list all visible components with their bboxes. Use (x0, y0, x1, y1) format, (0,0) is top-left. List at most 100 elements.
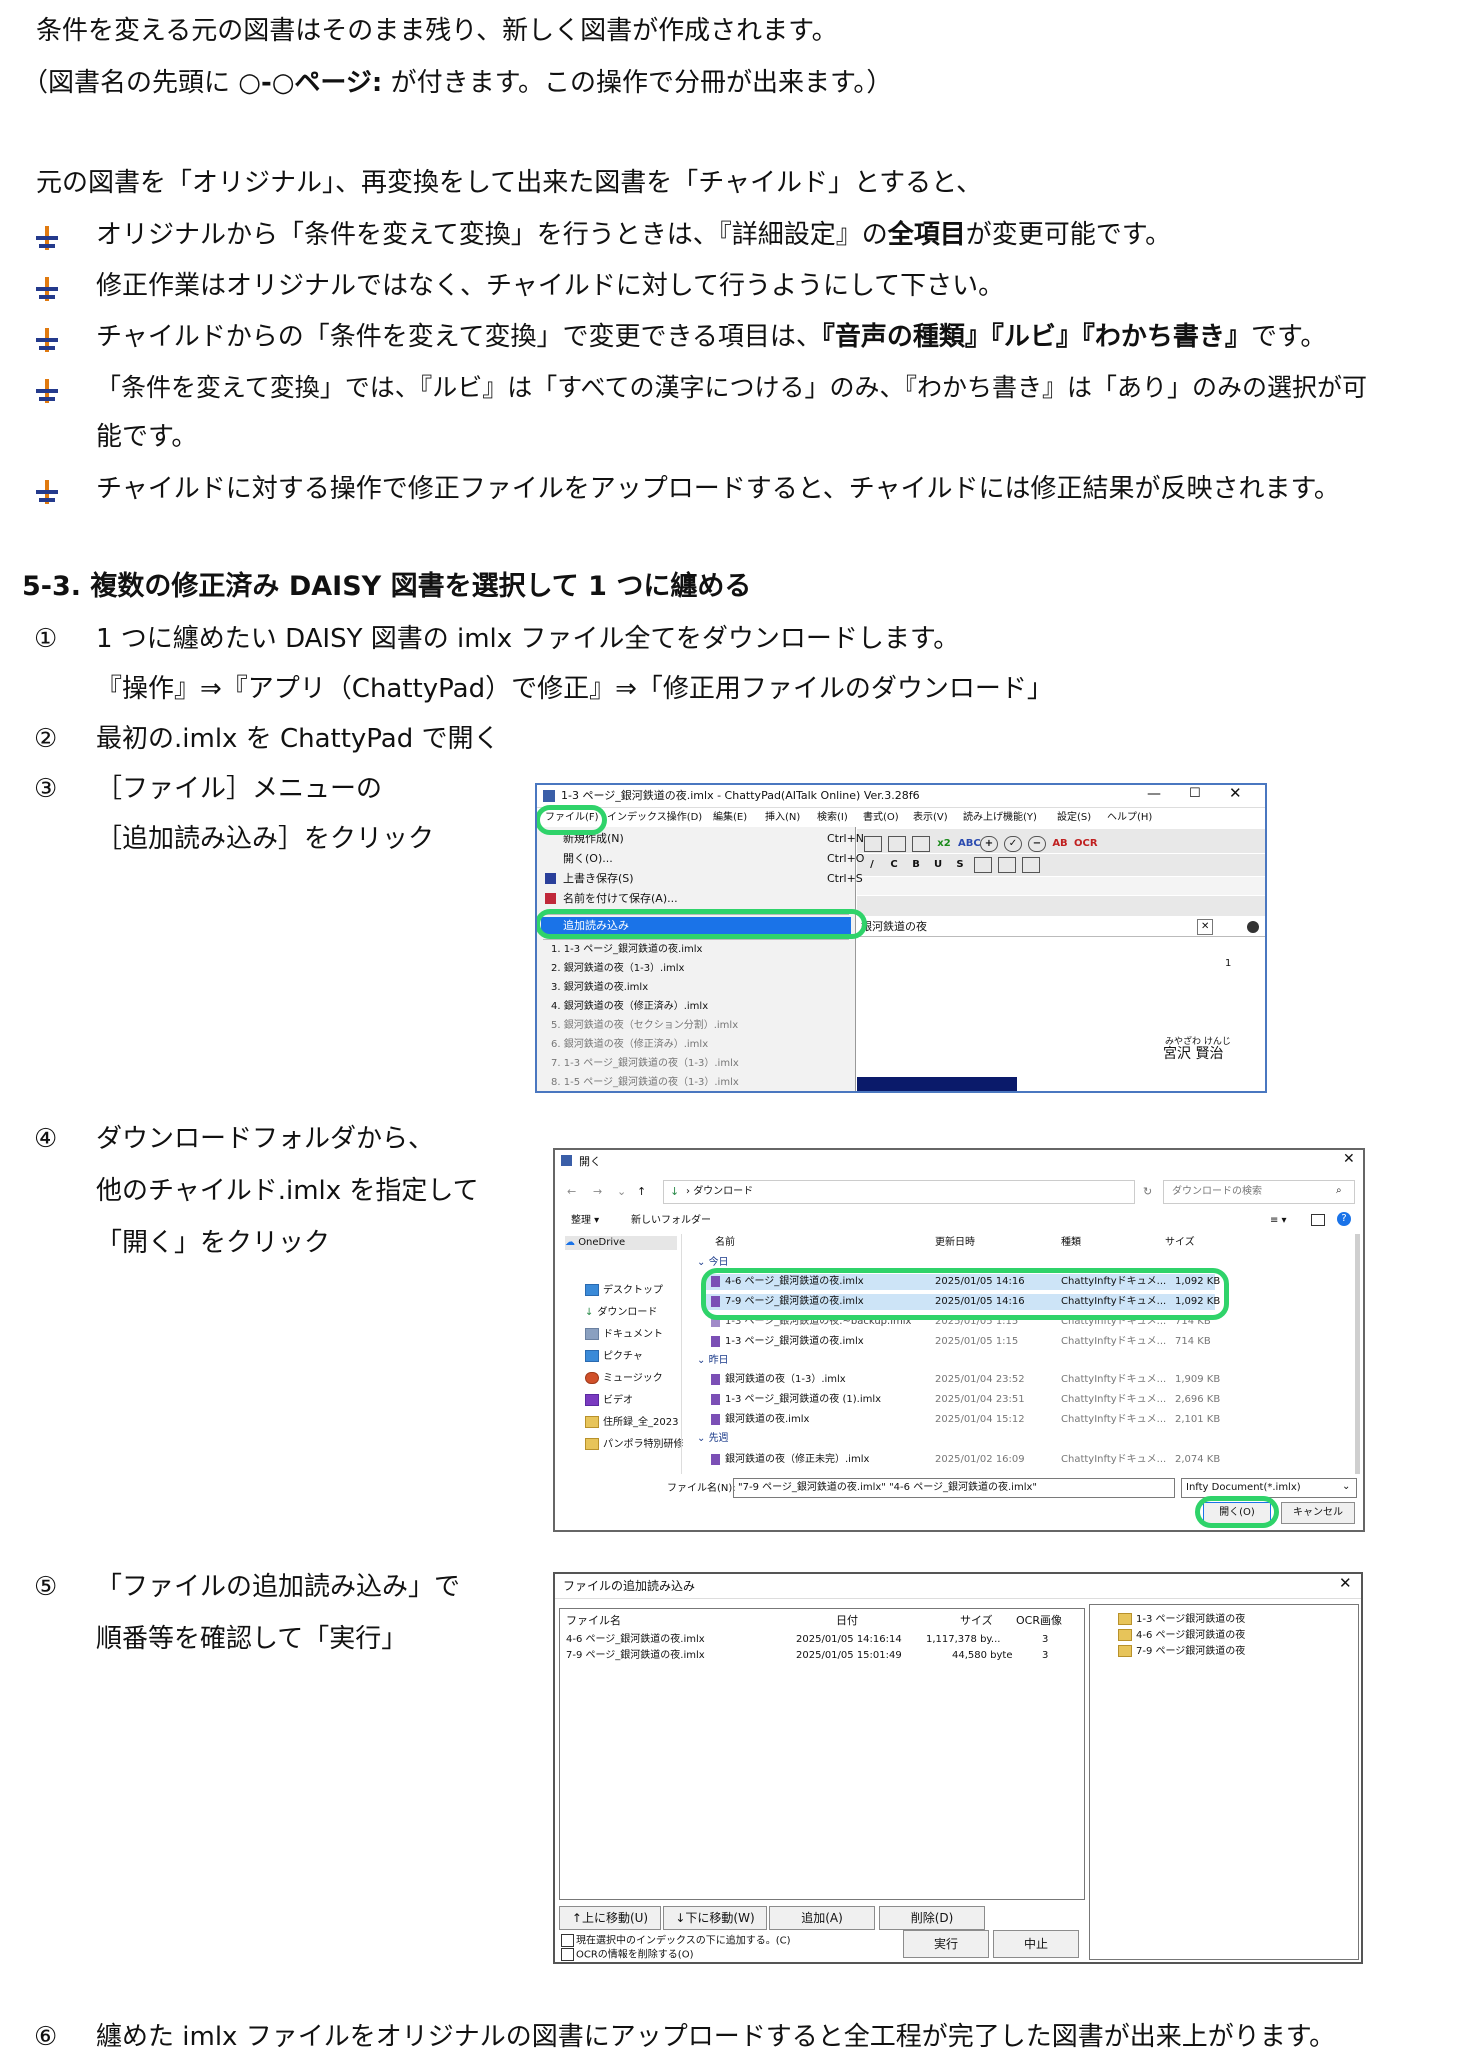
zoom-out-icon[interactable]: − (1028, 835, 1046, 852)
index-tree[interactable]: 1-3 ページ銀河鉄道の夜 4-6 ページ銀河鉄道の夜 7-9 ページ銀河鉄道の… (1089, 1604, 1359, 1960)
table-row[interactable]: 銀河鉄道の夜.imlx 2025/01/04 15:12 ChattyInfty… (705, 1412, 1220, 1428)
file-list[interactable]: ファイル名 日付 サイズ OCR画像 4-6 ページ_銀河鉄道の夜.imlx 2… (559, 1608, 1085, 1900)
bold-icon[interactable]: B (912, 859, 920, 870)
nav-music[interactable]: ミュージック (585, 1372, 663, 1386)
preview-pane-icon[interactable] (1311, 1214, 1325, 1226)
close-index-icon[interactable]: ✕ (1197, 919, 1214, 935)
tree-item[interactable]: 4-6 ページ銀河鉄道の夜 (1118, 1629, 1245, 1643)
back-icon[interactable]: ← (567, 1185, 577, 1198)
move-down-button[interactable]: ↓下に移動(W) (663, 1906, 767, 1930)
ocr-icon[interactable]: OCR (1074, 837, 1098, 849)
zoom-in-icon[interactable]: + (980, 835, 998, 852)
tree-item[interactable]: 7-9 ページ銀河鉄道の夜 (1118, 1645, 1245, 1659)
table-row[interactable]: 7-9 ページ_銀河鉄道の夜.imlx 2025/01/05 14:16 Cha… (705, 1294, 1220, 1310)
minimize-icon[interactable]: — (1147, 786, 1161, 802)
column-size[interactable]: サイズ (1165, 1237, 1195, 1248)
close-icon[interactable]: ✕ (1343, 1151, 1355, 1167)
spellcheck-icon[interactable]: ABC (958, 837, 981, 849)
run-button[interactable]: 実行 (903, 1930, 989, 1958)
menu-file[interactable]: ファイル(F) (545, 812, 599, 823)
nav-documents[interactable]: ドキュメント (585, 1328, 663, 1342)
underline-icon[interactable]: U (933, 859, 943, 870)
recent-file[interactable]: 1. 1-3 ページ_銀河鉄道の夜.imlx (551, 944, 703, 955)
align-right-icon[interactable] (1022, 857, 1040, 873)
nav-folder-address[interactable]: 住所録_全_2023 (585, 1416, 678, 1430)
view-icon[interactable]: ≡ ▾ (1270, 1215, 1287, 1226)
c-icon[interactable]: C (890, 859, 898, 870)
refresh-icon[interactable]: ↻ (1143, 1185, 1153, 1198)
scrollbar[interactable] (1355, 1234, 1360, 1474)
checkbox-delete-ocr[interactable]: OCRの情報を削除する(O) (561, 1948, 693, 1962)
menu-search[interactable]: 検索(I) (817, 812, 848, 823)
nav-folder-training[interactable]: パンポラ特別研修 (585, 1438, 684, 1452)
tree-item[interactable]: 1-3 ページ銀河鉄道の夜 (1118, 1613, 1245, 1627)
nav-desktop[interactable]: デスクトップ (585, 1284, 663, 1298)
record-icon[interactable] (1247, 921, 1259, 933)
new-folder-button[interactable]: 新しいフォルダー (631, 1215, 711, 1226)
forward-icon[interactable]: → (593, 1185, 603, 1198)
recent-file[interactable]: 8. 1-5 ページ_銀河鉄道の夜（1-3）.imlx (551, 1077, 739, 1088)
superscript-icon[interactable]: x2 (937, 837, 951, 849)
stop-button[interactable]: 中止 (993, 1930, 1079, 1958)
filename-input[interactable]: "7-9 ページ_銀河鉄道の夜.imlx" "4-6 ページ_銀河鉄道の夜.im… (733, 1478, 1175, 1498)
print-icon[interactable] (888, 835, 906, 852)
menu-format[interactable]: 書式(O) (863, 812, 899, 823)
menu-item-open[interactable]: 開く(O)...Ctrl+O (545, 851, 864, 866)
menu-item-save[interactable]: 上書き保存(S)Ctrl+S (545, 871, 863, 886)
group-today[interactable]: ⌄ 今日 (697, 1257, 729, 1268)
menu-speech[interactable]: 読み上げ機能(Y) (963, 812, 1037, 823)
move-up-button[interactable]: ↑上に移動(U) (559, 1906, 661, 1930)
cancel-button[interactable]: キャンセル (1281, 1502, 1355, 1524)
organize-button[interactable]: 整理 ▾ (571, 1215, 600, 1226)
recent-file[interactable]: 3. 銀河鉄道の夜.imlx (551, 982, 649, 993)
checkbox-box[interactable] (561, 1934, 574, 1947)
column-type[interactable]: 種類 (1061, 1237, 1081, 1248)
nav-onedrive[interactable]: ☁ OneDrive (565, 1236, 677, 1250)
table-row[interactable]: 銀河鉄道の夜（1-3）.imlx 2025/01/04 23:52 Chatty… (705, 1372, 1220, 1388)
table-row[interactable]: 銀河鉄道の夜（修正未完）.imlx 2025/01/02 16:09 Chatt… (705, 1452, 1220, 1468)
recent-file[interactable]: 7. 1-3 ページ_銀河鉄道の夜（1-3）.imlx (551, 1058, 739, 1069)
menu-settings[interactable]: 設定(S) (1057, 812, 1092, 823)
chevron-down-icon[interactable]: ⌄ (617, 1185, 627, 1198)
recent-file[interactable]: 5. 銀河鉄道の夜（セクション分割）.imlx (551, 1020, 739, 1031)
menu-help[interactable]: ヘルプ(H) (1107, 812, 1153, 823)
close-icon[interactable]: ✕ (1229, 784, 1242, 802)
recent-file[interactable]: 2. 銀河鉄道の夜（1-3）.imlx (551, 963, 685, 974)
table-row[interactable]: 1-3 ページ_銀河鉄道の夜.~backup.imlx 2025/01/05 1… (705, 1314, 1215, 1330)
help-icon[interactable]: ? (1337, 1212, 1351, 1226)
table-row[interactable]: 1-3 ページ_銀河鉄道の夜 (1).imlx 2025/01/04 23:51… (705, 1392, 1220, 1408)
recent-file[interactable]: 4. 銀河鉄道の夜（修正済み）.imlx (551, 1001, 709, 1012)
menu-index[interactable]: インデックス操作(D) (607, 812, 703, 823)
menu-item-save-as[interactable]: 名前を付けて保存(A)... (545, 891, 845, 906)
check-icon[interactable]: ✓ (1004, 835, 1022, 852)
close-icon[interactable]: ✕ (1339, 1574, 1352, 1592)
maximize-icon[interactable]: ☐ (1189, 786, 1201, 801)
column-name[interactable]: 名前 (715, 1237, 735, 1248)
column-modified[interactable]: 更新日時 (935, 1237, 975, 1248)
up-icon[interactable]: ↑ (637, 1185, 647, 1198)
recent-file[interactable]: 6. 銀河鉄道の夜（修正済み）.imlx (551, 1039, 709, 1050)
search-input[interactable]: ダウンロードの検索 ⌕ (1163, 1180, 1355, 1204)
group-lastweek[interactable]: ⌄ 先週 (697, 1433, 729, 1444)
group-yesterday[interactable]: ⌄ 昨日 (697, 1355, 729, 1366)
italic-icon[interactable]: / (870, 859, 874, 870)
menu-item-append-load[interactable]: 追加読み込み (541, 917, 851, 935)
address-bar[interactable]: ↓ › ダウンロード (663, 1180, 1135, 1204)
menu-view[interactable]: 表示(V) (913, 812, 948, 823)
font-icon[interactable]: AB (1052, 837, 1068, 849)
add-button[interactable]: 追加(A) (769, 1906, 875, 1930)
checkbox-box[interactable] (561, 1948, 574, 1961)
menu-edit[interactable]: 編集(E) (713, 812, 748, 823)
delete-button[interactable]: 削除(D) (879, 1906, 985, 1930)
menu-insert[interactable]: 挿入(N) (765, 812, 801, 823)
strike-icon[interactable]: S (956, 859, 964, 870)
folder-icon[interactable] (864, 835, 882, 852)
nav-pictures[interactable]: ピクチャ (585, 1350, 643, 1364)
align-left-icon[interactable] (974, 857, 992, 873)
nav-downloads[interactable]: ↓ダウンロード (585, 1307, 658, 1318)
filetype-select[interactable]: Infty Document(*.imlx)⌄ (1181, 1478, 1357, 1498)
list-icon[interactable] (912, 835, 930, 852)
align-center-icon[interactable] (998, 857, 1016, 873)
table-row[interactable]: 1-3 ページ_銀河鉄道の夜.imlx 2025/01/05 1:15 Chat… (705, 1334, 1215, 1350)
checkbox-insert-below[interactable]: 現在選択中のインデックスの下に追加する。(C) (561, 1934, 791, 1949)
